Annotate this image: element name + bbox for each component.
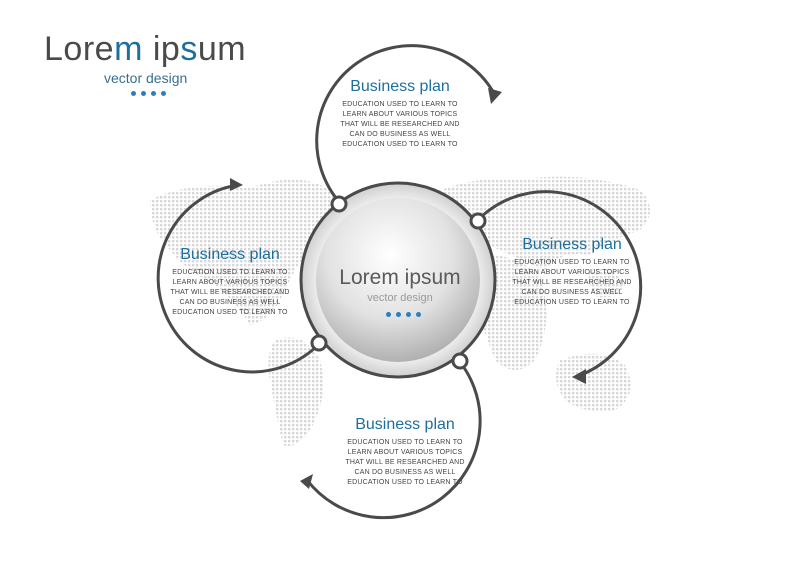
center-title: Lorem ipsum (339, 266, 461, 289)
connector-node (330, 195, 348, 213)
page-subtitle: vector design (104, 70, 188, 86)
connector-node (451, 352, 469, 370)
block-title: Business plan (350, 78, 450, 95)
business-plan-right: Business plan EDUCATION USED TO LEARN TO… (502, 236, 642, 308)
business-plan-bottom: Business plan EDUCATION USED TO LEARN TO… (335, 416, 475, 488)
block-line: EDUCATION USED TO LEARN TO (172, 309, 288, 316)
connector-node (469, 212, 487, 230)
arrow-icon (488, 88, 502, 104)
block-line: THAT WILL BE RESEARCHED AND (512, 279, 632, 286)
block-line: EDUCATION USED TO LEARN TO (342, 101, 458, 108)
arrow-icon (300, 474, 313, 489)
block-line: THAT WILL BE RESEARCHED AND (340, 121, 460, 128)
left-arc (156, 183, 322, 374)
block-line: EDUCATION USED TO LEARN TO (347, 439, 463, 446)
block-line: LEARN ABOUT VARIOUS TOPICS (172, 279, 288, 286)
header-dots (131, 91, 166, 96)
block-line: CAN DO BUSINESS AS WELL (179, 299, 281, 306)
top-arc (315, 44, 497, 205)
block-line: LEARN ABOUT VARIOUS TOPICS (347, 449, 463, 456)
block-line: CAN DO BUSINESS AS WELL (349, 131, 451, 138)
center-dots (386, 312, 421, 317)
arrow-icon (572, 369, 586, 384)
block-line: LEARN ABOUT VARIOUS TOPICS (342, 111, 458, 118)
block-line: EDUCATION USED TO LEARN TO (514, 259, 630, 266)
block-line: THAT WILL BE RESEARCHED AND (345, 459, 465, 466)
block-line: EDUCATION USED TO LEARN TO (514, 299, 630, 306)
bottom-arc (305, 360, 482, 520)
business-plan-left: Business plan EDUCATION USED TO LEARN TO… (160, 246, 300, 318)
block-line: EDUCATION USED TO LEARN TO (342, 141, 458, 148)
center-sphere (316, 198, 480, 362)
block-line: EDUCATION USED TO LEARN TO (172, 269, 288, 276)
block-line: CAN DO BUSINESS AS WELL (521, 289, 623, 296)
block-line: THAT WILL BE RESEARCHED AND (170, 289, 290, 296)
center-subtitle: vector design (367, 292, 433, 304)
block-title: Business plan (355, 416, 455, 433)
right-arc (476, 190, 643, 378)
block-line: CAN DO BUSINESS AS WELL (354, 469, 456, 476)
block-title: Business plan (522, 236, 622, 253)
page-title: Lorem ipsum (44, 30, 247, 68)
business-plan-top: Business plan EDUCATION USED TO LEARN TO… (330, 78, 470, 150)
block-line: LEARN ABOUT VARIOUS TOPICS (514, 269, 630, 276)
connector-node (310, 334, 328, 352)
block-title: Business plan (180, 246, 280, 263)
block-line: EDUCATION USED TO LEARN TO (347, 479, 463, 486)
arrow-icon (230, 178, 243, 191)
